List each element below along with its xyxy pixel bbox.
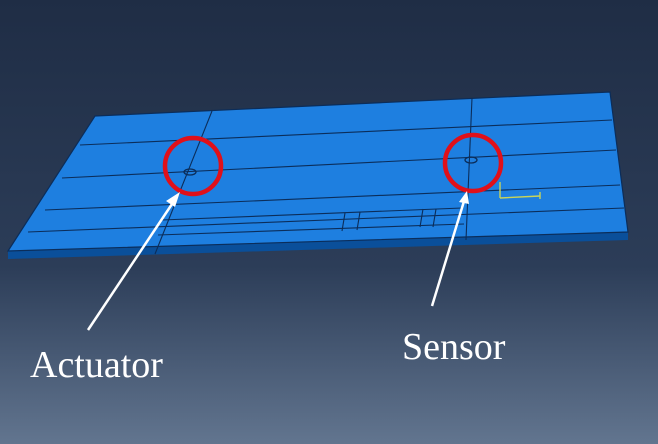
plate-top-surface bbox=[6, 91, 629, 252]
axis-triad-icon bbox=[499, 182, 541, 199]
plate-partition-lines bbox=[27, 97, 625, 255]
sensor-arrow bbox=[430, 191, 469, 307]
actuator-arrow bbox=[86, 192, 180, 331]
plate-side-face bbox=[8, 232, 628, 259]
sensor-label: Sensor bbox=[402, 326, 506, 368]
actuator-marker-circle bbox=[162, 135, 224, 197]
sensor-marker-circle bbox=[442, 132, 504, 194]
sensor-patch bbox=[464, 156, 478, 164]
actuator-label: Actuator bbox=[30, 344, 163, 386]
actuator-patch bbox=[183, 168, 197, 176]
